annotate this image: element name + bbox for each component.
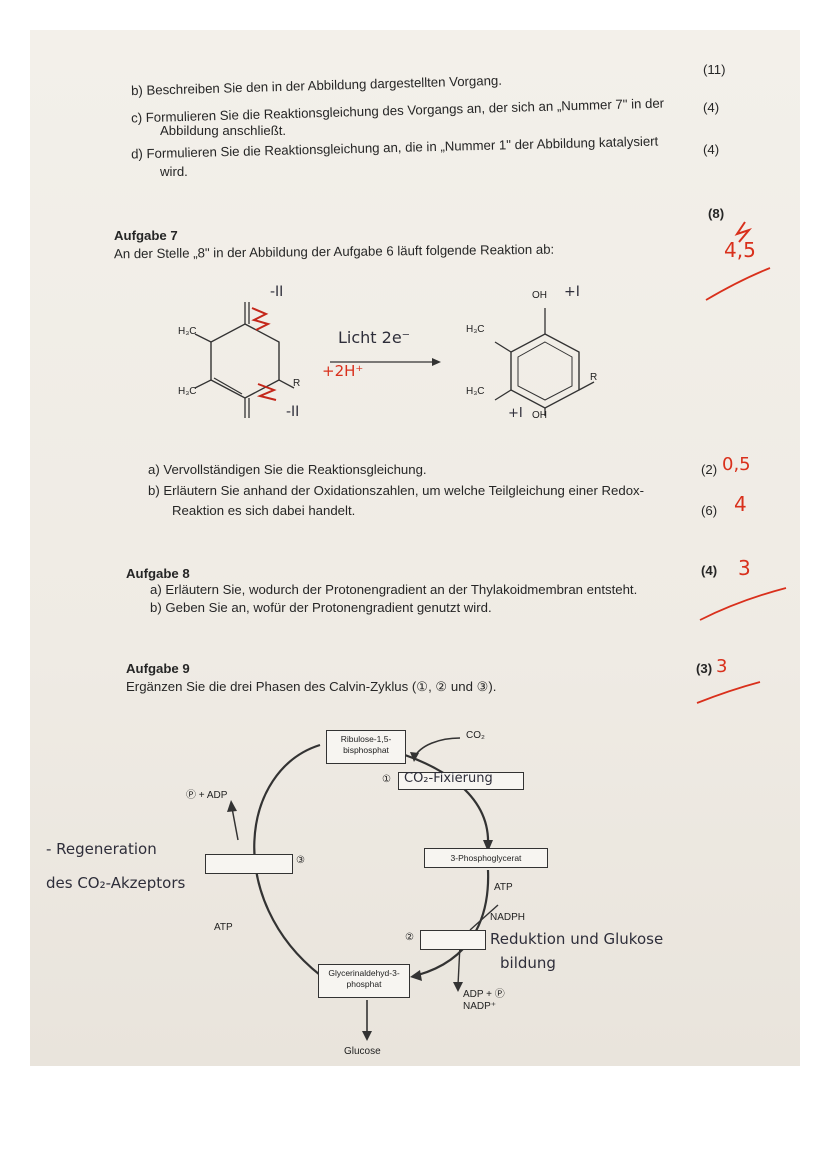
phase1-box — [398, 772, 524, 790]
ox-number-1: -II — [270, 284, 284, 300]
right-label-r: R — [590, 372, 598, 383]
phase2-answer-a: Reduktion und Glukose — [490, 930, 664, 948]
right-label-h3c-2: H₃C — [466, 386, 485, 397]
phase3-box — [205, 854, 293, 874]
aufgabe9-points: (3) — [696, 661, 713, 676]
exam-sheet — [30, 30, 800, 1066]
ox-number-4: +I — [508, 406, 523, 421]
right-ring — [510, 333, 580, 409]
question-d-line2: wird. — [160, 164, 188, 179]
arrow-note: Licht 2e⁻ — [338, 328, 411, 347]
right-label-oh-top: OH — [532, 290, 547, 301]
phase3-answer-b: des CO₂-Akzeptors — [46, 874, 186, 892]
aufgabe9-grade: 3 — [716, 656, 728, 677]
nadp-label: NADP⁺ — [463, 1001, 497, 1012]
aufgabe7-a-grade: 0,5 — [722, 454, 751, 475]
right-label-oh-bottom: OH — [532, 410, 547, 421]
aufgabe7-b-line2: Reaktion es sich dabei handelt. — [172, 503, 356, 518]
adp-p-label: ADP + Ⓟ — [463, 989, 505, 1000]
aufgabe7-points: (8) — [708, 206, 725, 221]
question-c-points: (4) — [703, 100, 720, 115]
aufgabe8-points: (4) — [701, 563, 718, 578]
left-ring — [210, 323, 280, 399]
left-label-h3c-1: H₃C — [178, 326, 197, 337]
aufgabe7-title: Aufgabe 7 — [114, 228, 178, 243]
phase2-answer-b: bildung — [500, 954, 556, 972]
aufgabe7-b-grade: 4 — [734, 492, 747, 516]
left-label-h3c-2: H₃C — [178, 386, 197, 397]
left-label-r: R — [293, 378, 301, 389]
p-adp-label: Ⓟ + ADP — [186, 790, 228, 801]
question-d-points: (4) — [703, 142, 720, 157]
cycle-left-arc — [253, 743, 321, 976]
glucose-label: Glucose — [344, 1046, 381, 1057]
aufgabe8-b: b) Geben Sie an, wofür der Protonengradi… — [150, 600, 492, 615]
question-c-line2: Abbildung anschließt. — [160, 123, 287, 138]
num1-label: ① — [382, 774, 391, 785]
aufgabe9-title: Aufgabe 9 — [126, 661, 190, 676]
nadph-label: NADPH — [490, 912, 526, 923]
ribulose-box: Ribulose-1,5- bisphosphat — [326, 730, 406, 764]
phase1-answer: CO₂-Fixierung — [404, 771, 493, 786]
ox-number-2: -II — [286, 404, 300, 420]
aufgabe7-b-points: (6) — [701, 503, 718, 518]
aufgabe8-grade: 3 — [738, 556, 751, 580]
phase2-box — [420, 930, 486, 950]
aufgabe8-title: Aufgabe 8 — [126, 566, 190, 581]
aufgabe7-a: a) Vervollständigen Sie die Reaktionsgle… — [148, 462, 427, 477]
phosphoglycerat-box: 3-Phosphoglycerat — [424, 848, 548, 868]
atp-left-label: ATP — [214, 922, 233, 933]
question-b-points: (11) — [703, 62, 726, 77]
aufgabe9-text: Ergänzen Sie die drei Phasen des Calvin-… — [126, 679, 497, 694]
co2-label: CO₂ — [466, 730, 485, 741]
atp-right-label: ATP — [494, 882, 513, 893]
aufgabe7-a-points: (2) — [701, 462, 718, 477]
num3-label: ③ — [296, 855, 305, 866]
phase3-answer-a: - Regeneration — [46, 840, 157, 858]
gap-box: Glycerinaldehyd-3- phosphat — [318, 964, 410, 998]
aufgabe7-b-line1: b) Erläutern Sie anhand der Oxidationsza… — [148, 483, 645, 498]
num2-label: ② — [405, 932, 414, 943]
right-label-h3c-1: H₃C — [466, 324, 485, 335]
ox-number-3: +I — [564, 284, 580, 300]
arrow-note-2: +2H⁺ — [322, 362, 364, 380]
aufgabe8-a: a) Erläutern Sie, wodurch der Protonengr… — [150, 582, 638, 597]
